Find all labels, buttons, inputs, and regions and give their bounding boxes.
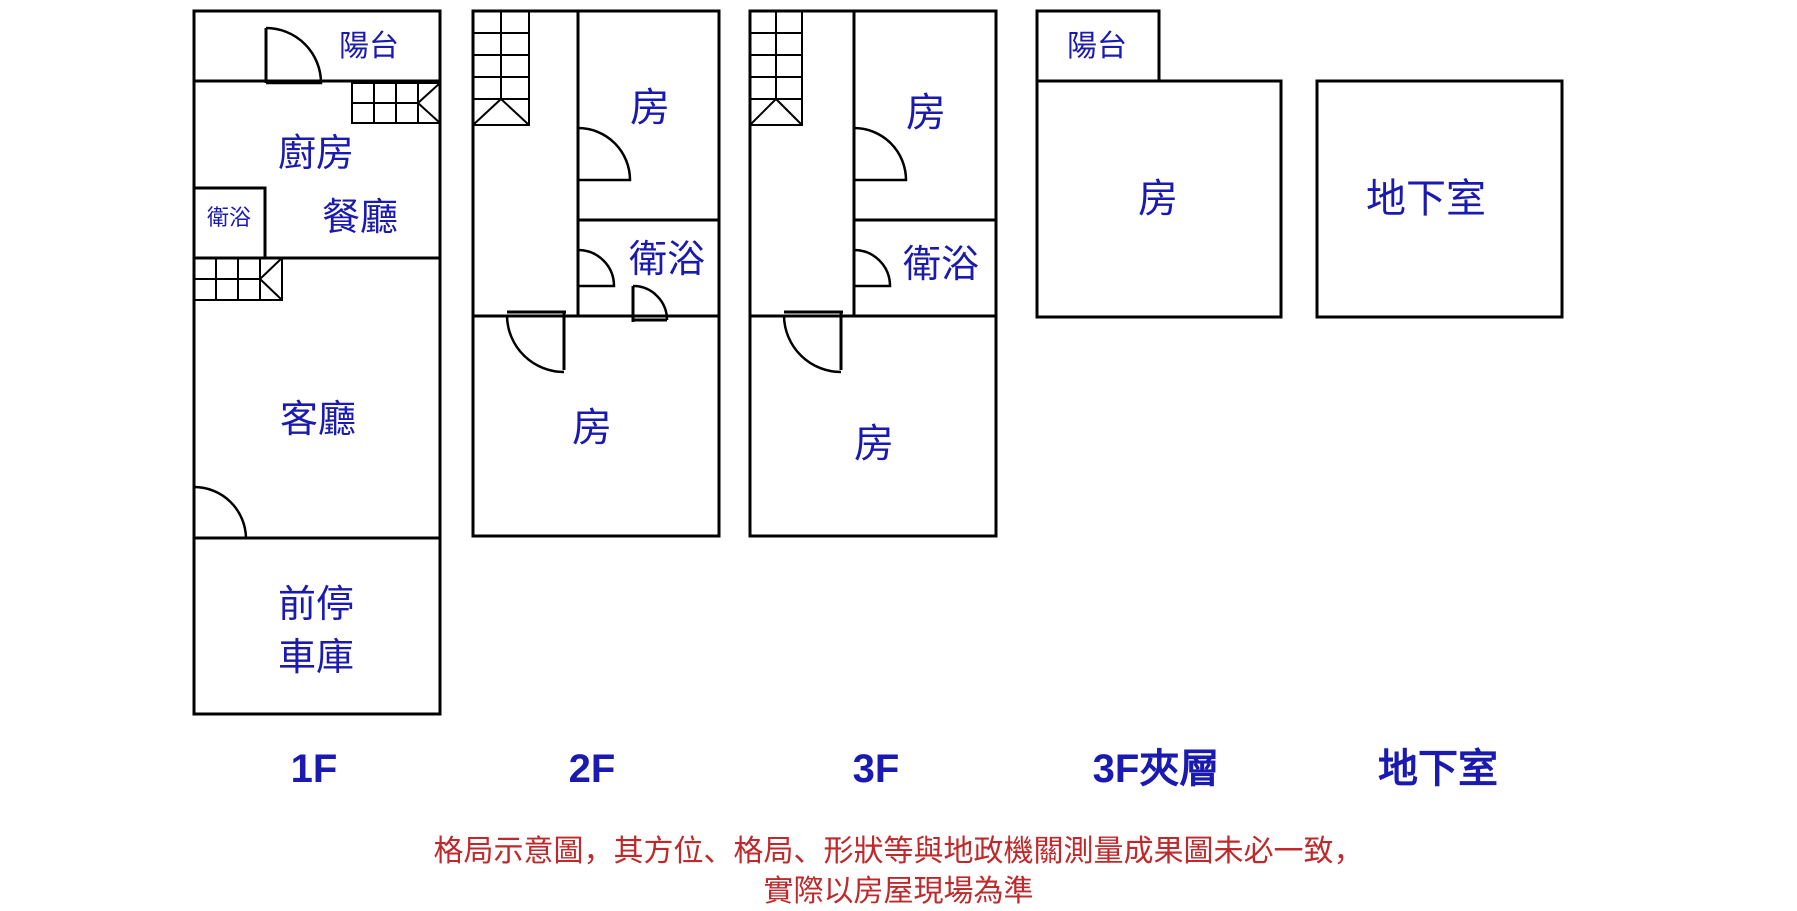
label-1f-balcony: 陽台 — [339, 30, 399, 63]
label-1f-living: 客廳 — [280, 399, 356, 441]
label-mezz-balcony: 陽台 — [1067, 30, 1127, 63]
label-1f-garage-line1: 前停 — [278, 584, 354, 626]
door-3f-room-bottom — [782, 310, 843, 374]
caption-1f: 1F — [291, 747, 338, 791]
label-1f-garage-line2: 車庫 — [278, 637, 354, 679]
floor-mezzanine-plan: 陽台 房 — [1035, 9, 1283, 319]
caption-3f: 3F — [853, 747, 900, 791]
door-2f-bath-bottom — [631, 284, 669, 322]
door-1f-balcony — [264, 26, 323, 85]
floor-basement-plan: 地下室 — [1315, 79, 1564, 319]
stair-1f-lower — [193, 257, 283, 301]
label-3f-room-bottom: 房 — [854, 422, 894, 466]
disclaimer-line-2: 實際以房屋現場為準 — [763, 875, 1034, 908]
label-2f-room-top: 房 — [630, 86, 670, 130]
door-1f-entrance — [193, 485, 248, 540]
floor-1f-plan: 陽台 廚房 餐廳 衛浴 客廳 前停 車庫 — [192, 9, 442, 716]
label-basement-room: 地下室 — [1366, 177, 1486, 221]
door-2f-room-top — [576, 126, 632, 182]
label-mezz-room: 房 — [1138, 177, 1178, 221]
floor-3f-plan: 房 衛浴 房 — [748, 9, 998, 538]
label-2f-room-bottom: 房 — [572, 406, 612, 450]
caption-2f: 2F — [569, 747, 616, 791]
door-3f-bath — [852, 248, 892, 288]
stair-2f — [472, 10, 530, 126]
label-2f-bath: 衛浴 — [629, 239, 705, 281]
label-3f-room-top: 房 — [906, 91, 946, 135]
label-1f-bath: 衛浴 — [207, 205, 251, 230]
door-2f-room-bottom — [505, 310, 566, 374]
label-1f-dining: 餐廳 — [322, 197, 398, 239]
caption-mezzanine: 3F夾層 — [1093, 747, 1220, 791]
stair-1f-upper — [351, 82, 441, 124]
floor-2f-plan: 房 衛浴 房 — [471, 9, 721, 538]
caption-basement: 地下室 — [1378, 747, 1498, 791]
label-1f-kitchen: 廚房 — [278, 133, 354, 175]
stair-3f — [749, 10, 803, 126]
door-3f-room-top — [852, 126, 908, 182]
label-3f-bath: 衛浴 — [903, 244, 979, 286]
disclaimer-line-1: 格局示意圖，其方位、格局、形狀等與地政機關測量成果圖未必一致， — [433, 835, 1364, 868]
door-2f-bath-left — [576, 248, 616, 288]
